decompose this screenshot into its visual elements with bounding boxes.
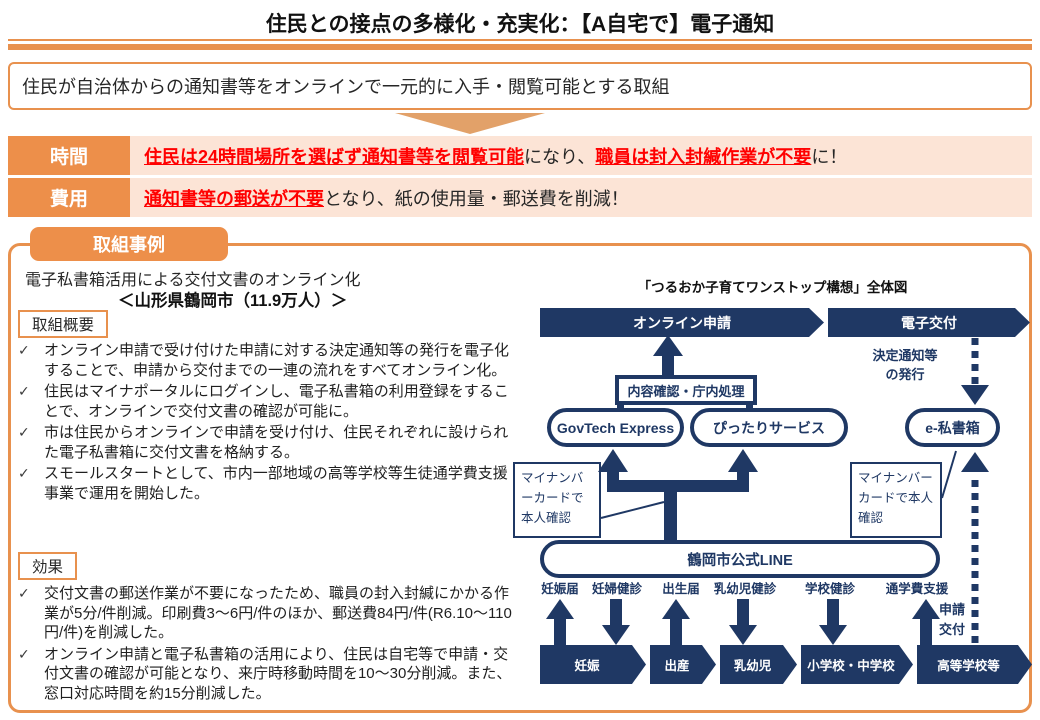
stage-chevron-birth: 出産 [650,645,716,684]
benefit-time-plain-2: に！ [811,146,848,167]
benefit-cost-highlight-1: 通知書等の郵送が不要 [144,188,324,209]
branch-arrows-icon [598,449,758,542]
check-icon: ✓ [18,424,30,440]
service-arrow-down-icon [819,599,847,645]
service-label-maternal-checkup: 妊婦健診 [591,582,643,596]
bar-online-application: オンライン申請 [540,308,824,337]
service-label-birth-report: 出生届 [662,582,700,596]
service-arrow-up-icon [912,599,940,645]
stage-chevron-infant: 乳幼児 [720,645,797,684]
check-icon: ✓ [18,342,30,358]
benefit-row-cost: 費用 通知書等の郵送が不要 となり、紙の使用量・郵送費を削減！ [8,178,1032,217]
bullet-text: スモールスタートとして、市内一部地域の高等学校等生徒通学費支援事業で運用を開始し… [44,465,508,502]
bullet-item: ✓ 交付文書の郵送作業が不要になったため、職員の封入封緘にかかる作業が5分/件削… [18,584,515,643]
effect-label: 効果 [18,552,78,580]
benefit-text-time: 住民は24時間場所を選ばず通知書等を閲覧可能 になり、 職員は封入封緘作業が不要… [130,136,847,175]
bullet-item: ✓ 市は住民からオンラインで申請を受け付け、住民それぞれに設けられた電子私書箱に… [18,423,515,462]
mynumber-right-connector [941,450,957,499]
internal-process-box: 内容確認・庁内処理 [615,375,757,405]
check-icon: ✓ [18,465,30,481]
benefit-time-plain-1: になり、 [524,146,596,167]
service-label-commute-support: 通学費支援 [885,582,949,596]
overview-label: 取組概要 [18,310,109,338]
bullet-item: ✓ 住民はマイナポータルにログインし、電子私書箱の利用登録をすることで、オンライ… [18,382,515,421]
case-subtitle: ＜山形県鶴岡市（11.9万人）＞ [118,292,348,310]
official-line-pill: 鶴岡市公式LINE [540,540,940,578]
check-icon: ✓ [18,645,30,662]
benefit-time-highlight-2: 職員は封入封緘作業が不要 [595,146,812,167]
case-section-tab: 取組事例 [30,227,228,261]
overview-bullets: ✓ オンライン申請で受け付けた申請に対する決定通知等の発行を電子化することで、申… [18,341,515,505]
mynumber-note-left: マイナンバーカードで本人確認 [513,462,601,538]
pill-pittari-service: ぴったりサービス [690,408,848,447]
check-icon: ✓ [18,383,30,399]
bullet-text: オンライン申請で受け付けた申請に対する決定通知等の発行を電子化することで、申請か… [44,342,510,379]
pill-govtech-express: GovTech Express [547,408,684,447]
bar-electronic-delivery: 電子交付 [828,308,1030,337]
summary-box: 住民が自治体からの通知書等をオンラインで一元的に入手・閲覧可能とする取組 [8,62,1032,110]
bullet-item: ✓ オンライン申請と電子私書箱の活用により、住民は自宅等で申請・交付文書の確認が… [18,645,515,704]
benefit-cost-plain-1: となり、紙の使用量・郵送費を削減！ [324,188,629,209]
bullet-text: 交付文書の郵送作業が不要になったため、職員の封入封緘にかかる作業が5分/件削減。… [44,585,512,641]
apply-deliver-note: 申請 交付 [939,600,965,640]
decision-notice-line1: 決定通知等 [872,348,938,363]
benefit-label-time: 時間 [8,136,130,175]
benefit-label-cost: 費用 [8,178,130,217]
service-label-pregnancy-report: 妊娠届 [541,582,579,596]
check-icon: ✓ [18,585,30,601]
title-rule-thick [8,44,1032,50]
stage-chevron-pregnancy: 妊娠 [540,645,646,684]
stage-chevron-highschool: 高等学校等 [917,645,1032,684]
service-arrow-down-icon [602,599,630,645]
service-label-school-checkup: 学校健診 [804,582,856,596]
bullet-text: 住民はマイナポータルにログインし、電子私書箱の利用登録をすることで、オンラインで… [44,383,509,420]
service-arrow-up-icon [662,599,690,645]
title-rule-thin [8,39,1032,41]
bullet-text: オンライン申請と電子私書箱の活用により、住民は自宅等で申請・交付文書の確認が可能… [44,645,512,702]
dotted-up-arrow-icon [961,452,989,643]
effect-bullets: ✓ 交付文書の郵送作業が不要になったため、職員の封入封緘にかかる作業が5分/件削… [18,584,515,705]
decision-notice-line2: の発行 [885,367,925,382]
onestop-diagram: 「つるおか子育てワンストップ構想」全体図 オンライン申請 電子交付 決定通知等 … [513,272,1032,713]
pill-e-shishobako: e-私書箱 [905,408,1000,447]
decision-notice-note: 決定通知等 の発行 [843,346,967,384]
page-title: 住民との接点の多様化・充実化：【A自宅で】電子通知 [265,13,775,36]
bullet-text: 市は住民からオンラインで申請を受け付け、住民それぞれに設けられた電子私書箱に交付… [44,424,509,461]
diagram-title: 「つるおか子育てワンストップ構想」全体図 [637,280,908,295]
benefit-time-highlight-1: 住民は24時間場所を選ばず通知書等を閲覧可能 [144,146,525,167]
summary-text: 住民が自治体からの通知書等をオンラインで一元的に入手・閲覧可能とする取組 [22,77,670,97]
mynumber-left-connector [600,501,665,519]
service-arrow-up-icon [546,599,574,645]
service-label-infant-checkup: 乳幼児健診 [713,582,777,596]
flow-down-arrow-icon [395,113,545,134]
apply-label: 申請 [939,602,966,617]
stage-chevron-elementary-junior: 小学校・中学校 [801,645,913,684]
service-arrow-down-icon [729,599,757,645]
bullet-item: ✓ オンライン申請で受け付けた申請に対する決定通知等の発行を電子化することで、申… [18,341,515,380]
benefit-row-time: 時間 住民は24時間場所を選ばず通知書等を閲覧可能 になり、 職員は封入封緘作業… [8,136,1032,175]
bullet-item: ✓ スモールスタートとして、市内一部地域の高等学校等生徒通学費支援事業で運用を開… [18,464,515,503]
arrow-up-to-application-icon [653,335,683,377]
mynumber-note-right: マイナンバーカードで本人確認 [850,462,942,538]
benefit-text-cost: 通知書等の郵送が不要 となり、紙の使用量・郵送費を削減！ [130,178,629,217]
deliver-label: 交付 [939,622,966,637]
case-title: 電子私書箱活用による交付文書のオンライン化 [25,272,361,289]
